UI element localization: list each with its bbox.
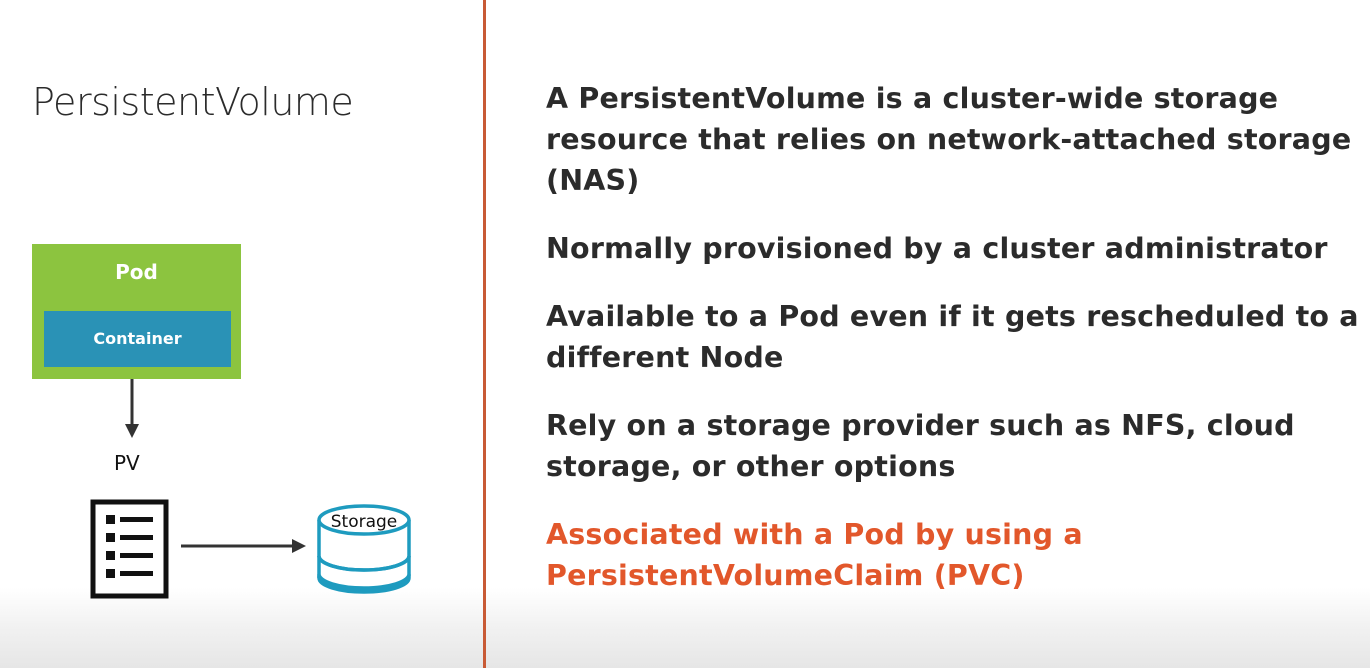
container-box: Container xyxy=(44,311,231,367)
vertical-divider xyxy=(483,0,486,668)
pod-label: Pod xyxy=(115,260,158,284)
pod-box: Pod Container xyxy=(32,244,241,379)
persistent-volume-list-icon xyxy=(90,499,169,599)
storage-bands xyxy=(317,555,411,591)
bullet-item: A PersistentVolume is a cluster-wide sto… xyxy=(546,82,1352,197)
container-label: Container xyxy=(93,329,182,348)
pod-to-pv-arrow xyxy=(125,379,139,438)
pv-label: PV xyxy=(114,451,140,475)
storage-label: Storage xyxy=(331,512,398,532)
slide-title: PersistentVolume xyxy=(32,80,354,124)
bullet-list: A PersistentVolume is a cluster-wide sto… xyxy=(546,78,1366,623)
diagram-graphics: Storage xyxy=(90,379,411,599)
bullet-item: Rely on a storage provider such as NFS, … xyxy=(546,409,1295,483)
pv-to-storage-arrow xyxy=(181,539,306,553)
bullet-item: Available to a Pod even if it gets resch… xyxy=(546,300,1359,374)
bullet-item-highlighted: Associated with a Pod by using a Persist… xyxy=(546,518,1083,592)
bullet-item: Normally provisioned by a cluster admini… xyxy=(546,232,1328,265)
